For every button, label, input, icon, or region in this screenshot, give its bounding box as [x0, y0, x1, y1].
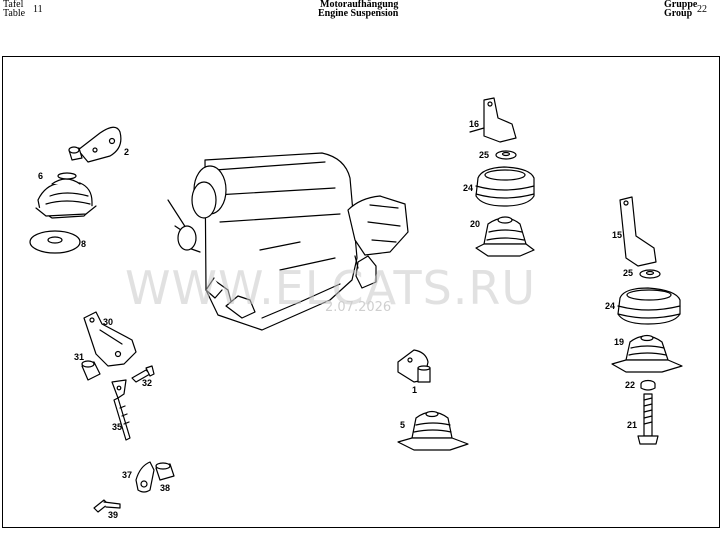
- callout-labels: 2 6 8 16 25 24 20 15 25 24 19 22 21 1 5 …: [38, 119, 637, 520]
- part-16-support-bracket: [469, 97, 517, 143]
- title-english: Engine Suspension: [318, 8, 399, 19]
- diagram-frame: [2, 56, 720, 528]
- callout-25-lower: 25: [623, 268, 633, 278]
- callout-37: 37: [122, 470, 132, 480]
- callout-6: 6: [38, 171, 43, 181]
- callout-19: 19: [614, 337, 624, 347]
- part-30-bracket: [83, 311, 137, 367]
- part-35-strut: [111, 379, 131, 441]
- part-6-engine-mount: [35, 172, 97, 219]
- watermark-date: 2.07.2026: [325, 300, 391, 315]
- callout-38: 38: [160, 483, 170, 493]
- part-31-bushing: [81, 360, 101, 381]
- gruppe-label: Gruppe: [664, 0, 698, 10]
- table-number: 11: [33, 4, 43, 15]
- table-label: Table: [3, 8, 26, 19]
- part-20-engine-mount-upper: [475, 216, 535, 257]
- callout-21: 21: [627, 420, 637, 430]
- part-32-bolt: [131, 365, 155, 383]
- callout-31: 31: [74, 352, 84, 362]
- callout-32: 32: [142, 378, 152, 388]
- callout-24-lower: 24: [605, 301, 615, 311]
- watermark-brand: WWW.ELCATS.RU: [125, 261, 536, 315]
- engine-left-mount: [205, 277, 256, 319]
- part-38-bushing: [155, 462, 175, 481]
- part-25-washer-upper: [495, 150, 517, 160]
- part-22-washer: [640, 379, 656, 391]
- callout-2: 2: [124, 147, 129, 157]
- callout-39: 39: [108, 510, 118, 520]
- part-25-washer-lower: [639, 269, 661, 279]
- callout-8: 8: [81, 239, 86, 249]
- engine-right-mount: [354, 255, 377, 289]
- engine-block-illustration: [167, 152, 409, 331]
- part-37-link: [135, 461, 155, 493]
- part-15-support-arm: [619, 196, 657, 267]
- callout-5: 5: [400, 420, 405, 430]
- part-8-washer: [29, 230, 81, 254]
- part-24-rubber-boot-upper: [475, 166, 535, 207]
- part-21-bolt: [637, 393, 659, 445]
- callout-35: 35: [112, 422, 122, 432]
- part-39-bolt: [93, 499, 121, 513]
- part-5-engine-mount: [397, 410, 469, 451]
- callout-16: 16: [469, 119, 479, 129]
- part-19-engine-mount-lower: [611, 334, 683, 373]
- title-german: Motoraufhängung: [320, 0, 399, 10]
- tafel-label: Tafel: [3, 0, 24, 10]
- part-1-bracket: [397, 349, 431, 383]
- callout-24-upper: 24: [463, 183, 473, 193]
- callout-20: 20: [470, 219, 480, 229]
- callout-1: 1: [412, 385, 417, 395]
- callout-25-upper: 25: [479, 150, 489, 160]
- callout-22: 22: [625, 380, 635, 390]
- callout-15: 15: [612, 230, 622, 240]
- part-2-bracket: [68, 126, 122, 163]
- part-24-rubber-boot-lower: [617, 287, 681, 325]
- callout-30: 30: [103, 317, 113, 327]
- group-number: 22: [697, 4, 707, 15]
- group-label: Group: [664, 8, 693, 19]
